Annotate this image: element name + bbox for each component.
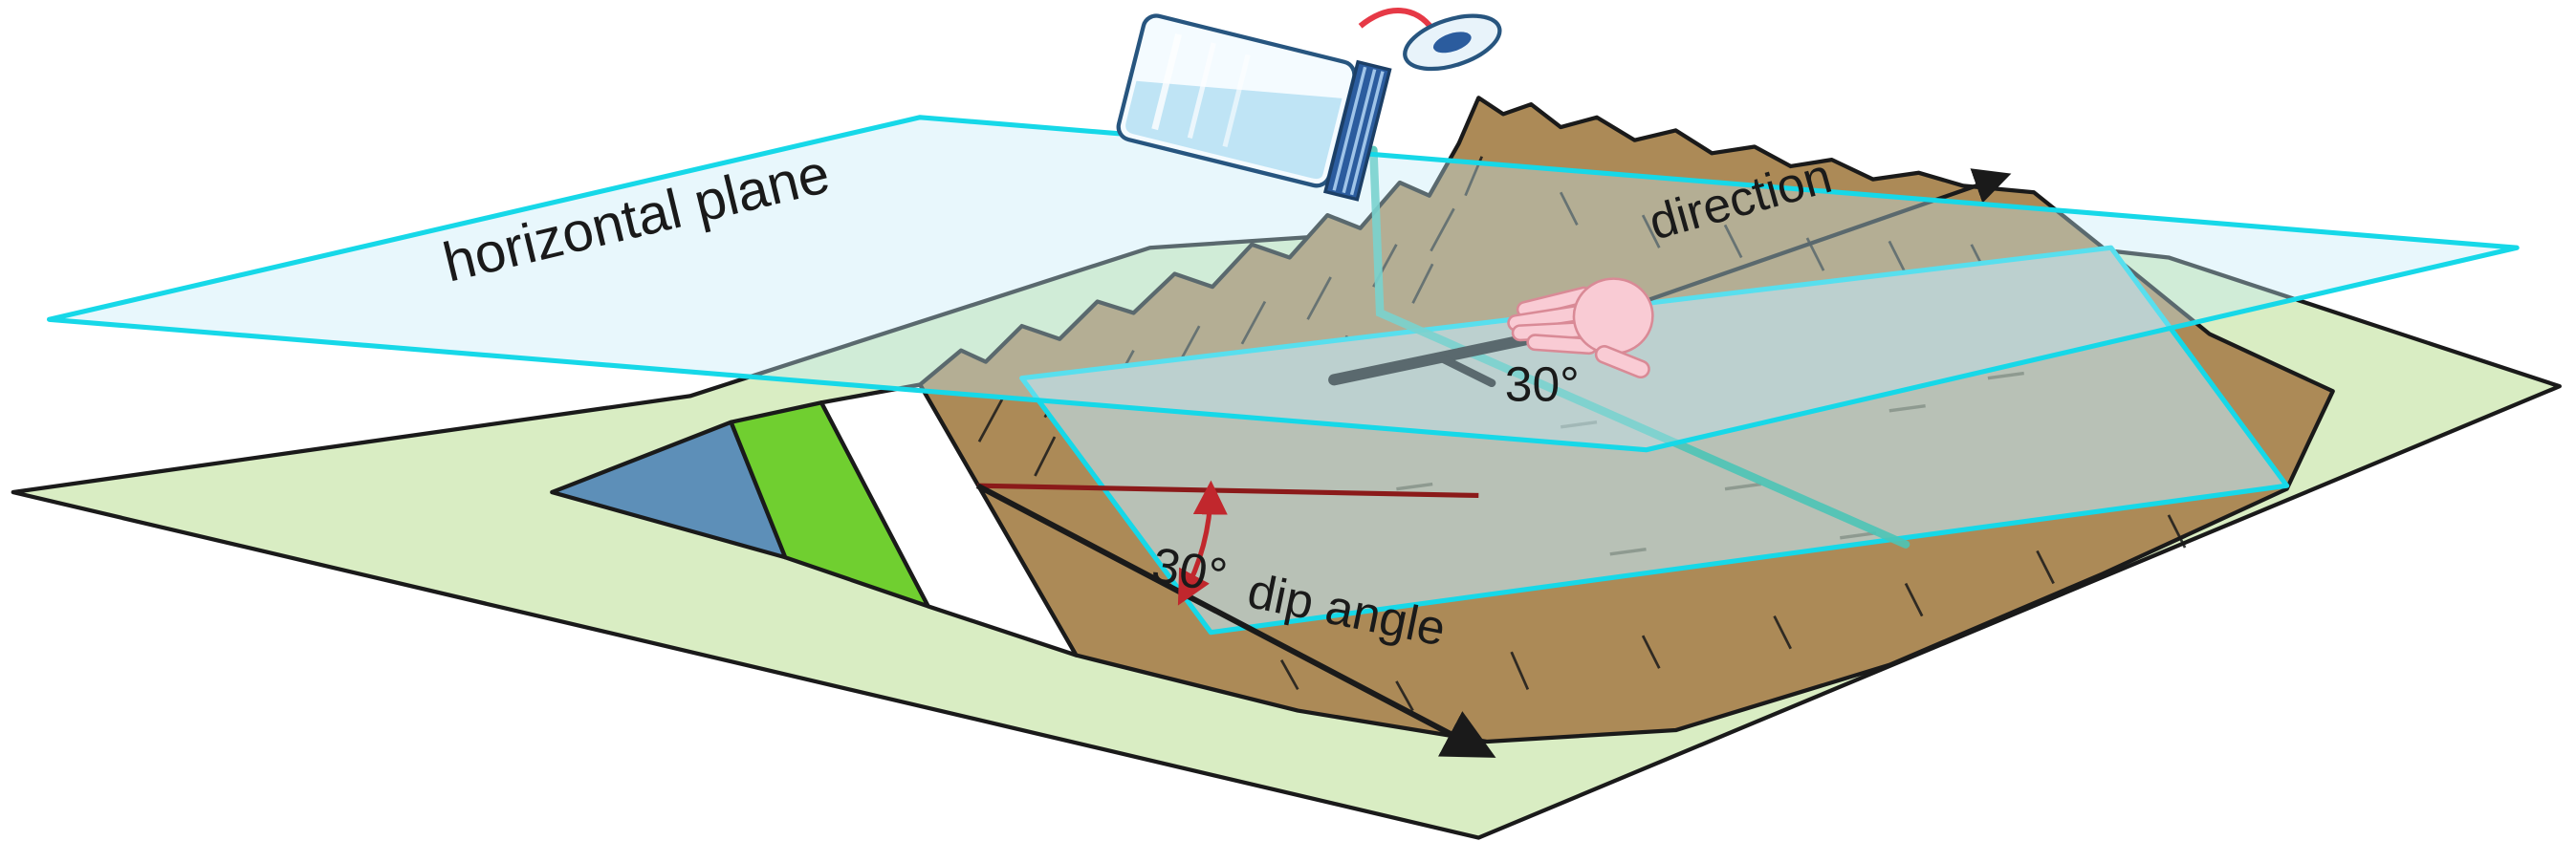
dip-tick — [1434, 353, 1496, 388]
terrain-hachures-bottom — [1279, 514, 2187, 712]
dip-direction-arrow — [975, 483, 1496, 758]
dip-angle-arc — [1177, 480, 1228, 606]
bed-plane-scratches — [1396, 371, 2024, 556]
horizontal-plane — [46, 115, 2520, 453]
bottle-cap — [1403, 13, 1502, 72]
water-stream — [1369, 145, 1910, 549]
hand — [1507, 277, 1654, 379]
bottle-water — [1125, 80, 1343, 180]
dip-angle-value-label: 30° — [1148, 537, 1232, 603]
strike-angle-label: 30° — [1505, 357, 1580, 412]
stratum-white — [819, 382, 1079, 658]
water-bottle — [1116, 8, 1502, 202]
dipping-bed-plane — [1019, 245, 2290, 636]
dip-horizontal-reference-line — [977, 483, 1479, 499]
bottle-body — [1116, 13, 1392, 202]
